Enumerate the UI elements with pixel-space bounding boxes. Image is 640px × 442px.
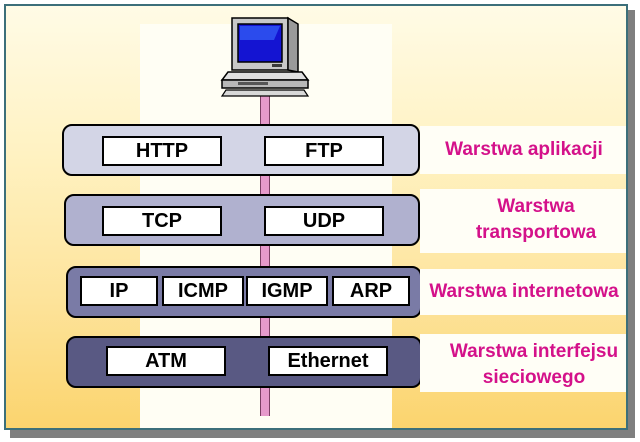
protocol-igmp: IGMP bbox=[246, 276, 328, 306]
diagram-panel: HTTP FTP TCP UDP IP ICMP IGMP ARP ATM Et… bbox=[4, 4, 628, 430]
label-transport: Warstwa transportowa bbox=[436, 194, 626, 246]
label-network-interface: Warstwa interfejsu sieciowego bbox=[434, 339, 626, 391]
protocol-atm: ATM bbox=[106, 346, 226, 376]
label-internet-line-1: Warstwa internetowa bbox=[429, 281, 619, 302]
label-band-network-interface bbox=[420, 334, 626, 392]
label-transport-line-2: transportowa bbox=[475, 222, 597, 243]
protocol-tcp: TCP bbox=[102, 206, 222, 236]
protocol-ethernet: Ethernet bbox=[268, 346, 388, 376]
protocol-icmp: ICMP bbox=[162, 276, 244, 306]
label-application-line-1: Warstwa aplikacji bbox=[445, 139, 603, 160]
label-transport-line-1: Warstwa bbox=[497, 196, 575, 217]
protocol-arp: ARP bbox=[332, 276, 410, 306]
label-band-application bbox=[420, 126, 626, 174]
label-application: Warstwa aplikacji bbox=[424, 137, 624, 163]
protocol-http: HTTP bbox=[102, 136, 222, 166]
label-network-interface-line-2: sieciowego bbox=[482, 367, 586, 388]
network-cable bbox=[260, 94, 270, 416]
computer-icon bbox=[220, 16, 310, 97]
label-network-interface-line-1: Warstwa interfejsu bbox=[449, 341, 619, 362]
protocol-ip: IP bbox=[80, 276, 158, 306]
protocol-udp: UDP bbox=[264, 206, 384, 236]
label-internet: Warstwa internetowa bbox=[420, 279, 626, 305]
label-band-transport bbox=[420, 189, 626, 253]
label-band-internet bbox=[420, 269, 626, 315]
protocol-ftp: FTP bbox=[264, 136, 384, 166]
